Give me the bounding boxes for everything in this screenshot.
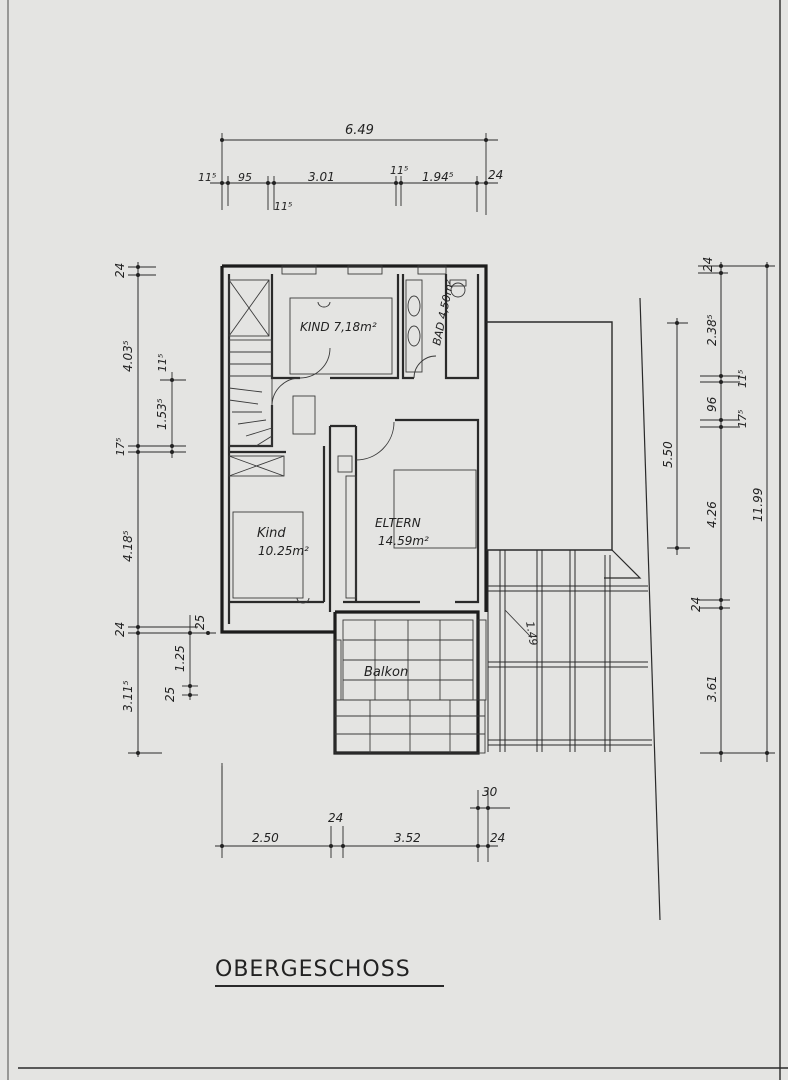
hall-table: [292, 395, 316, 435]
room-kind-large-name: Kind: [257, 526, 286, 541]
dim-left-3: 11⁵: [156, 354, 169, 372]
dim-left-5: 17⁵: [114, 438, 127, 456]
dim-right-2: 2.38⁵: [705, 314, 719, 346]
room-eltern-name: ELTERN: [375, 516, 421, 530]
closet-cross: [228, 279, 285, 477]
right-dimension-chain: [667, 262, 775, 762]
kind-large-bed: [232, 511, 304, 599]
dim-right-8: 3.61: [705, 675, 719, 702]
dim-left-8: 25: [193, 615, 207, 630]
dim-right-5-50: 5.50: [661, 441, 675, 468]
dim-right-4: 96: [705, 396, 719, 412]
neighbor-building: [221, 297, 661, 921]
dim-left-10: 25: [163, 687, 177, 702]
dim-top-3: 11⁵: [274, 200, 292, 213]
left-dimension-chain: [128, 262, 216, 757]
dim-top-2: 95: [238, 171, 252, 184]
dim-top-4: 3.01: [308, 170, 335, 184]
floor-plan: [220, 264, 661, 921]
dim-top-5: 11⁵: [390, 164, 408, 177]
dim-right-1: 24: [701, 257, 715, 272]
dim-bottom-3: 3.52: [394, 831, 421, 845]
dim-right-7: 24: [689, 597, 703, 612]
dim-left-1: 24: [113, 263, 127, 278]
dim-top-6: 1.94⁵: [422, 170, 454, 184]
room-kind-large-area: 10.25m²: [258, 544, 309, 558]
staircase: [228, 339, 273, 447]
dim-top-1: 11⁵: [198, 171, 216, 184]
dim-bottom-4: 30: [482, 785, 498, 799]
dim-left-6: 4.18⁵: [121, 530, 135, 562]
bath-fixtures: [405, 279, 467, 373]
dim-bottom-1: 2.50: [252, 831, 279, 845]
dim-bottom-2: 24: [328, 811, 343, 825]
dim-right-total: 11.99: [751, 488, 765, 522]
bottom-dimension-chain: [215, 763, 510, 862]
eltern-bed: [393, 469, 477, 549]
dim-left-7: 24: [113, 622, 127, 637]
dim-top-7: 24: [488, 168, 503, 182]
room-balkon: Balkon: [364, 665, 408, 680]
dim-right-3: 11⁵: [736, 370, 749, 388]
top-dimension-chain: [210, 133, 498, 215]
dim-right-6: 4.26: [705, 501, 719, 528]
kind-bed: [289, 297, 393, 375]
balcony: [333, 610, 487, 755]
dim-top-total: 6.49: [345, 123, 374, 138]
plan-title: OBERGESCHOSS: [215, 957, 411, 982]
dim-left-2: 4.03⁵: [121, 340, 135, 372]
dim-misc-1: 1.49: [523, 620, 540, 646]
room-kind-small: KIND 7,18m²: [300, 320, 377, 334]
dim-bottom-5: 24: [490, 831, 505, 845]
dim-left-4: 1.53⁵: [155, 398, 169, 430]
dim-left-9: 1.25: [173, 645, 187, 672]
room-bad: BAD 4,50m²: [430, 278, 457, 346]
dim-right-5: 17⁵: [736, 410, 749, 428]
dim-left-11: 3.11⁵: [121, 680, 135, 712]
room-eltern-area: 14.59m²: [378, 534, 429, 548]
